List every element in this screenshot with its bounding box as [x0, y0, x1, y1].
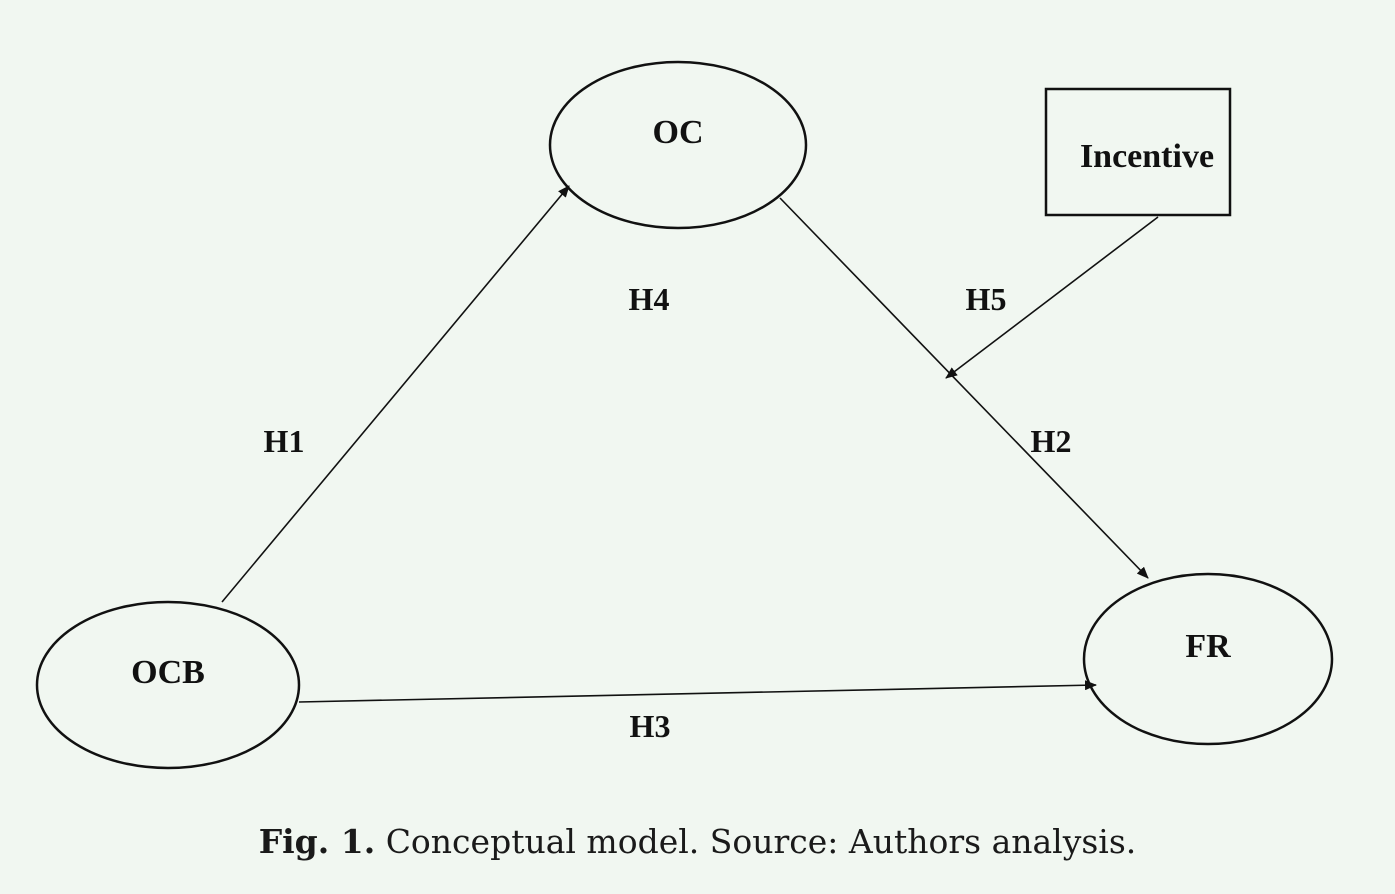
oc-node [548, 60, 808, 230]
incentive-node [1044, 87, 1232, 217]
ocb-label: OCB [131, 654, 205, 691]
caption-label: Fig. 1. [258, 822, 376, 861]
h5-arrow [945, 216, 1159, 379]
incentive-label: Incentive [1080, 138, 1214, 175]
fr-node [1082, 572, 1334, 746]
conceptual-model-diagram: OC OCB FR Incentive H1 H2 H3 H4 H5 [35, 60, 1334, 770]
oc-label: OC [653, 114, 704, 151]
h4-label: H4 [629, 281, 670, 317]
figure-caption: Fig. 1. Conceptual model. Source: Author… [0, 822, 1395, 861]
fr-label: FR [1185, 628, 1231, 665]
h1-arrow [221, 185, 570, 603]
h5-label: H5 [966, 281, 1007, 317]
h2-arrow [779, 197, 1149, 579]
h3-label: H3 [630, 708, 671, 744]
h3-arrow [298, 680, 1097, 703]
h2-label: H2 [1031, 423, 1072, 459]
caption-text: Conceptual model. Source: Authors analys… [385, 822, 1137, 861]
ocb-node [35, 600, 301, 770]
h1-label: H1 [264, 423, 305, 459]
